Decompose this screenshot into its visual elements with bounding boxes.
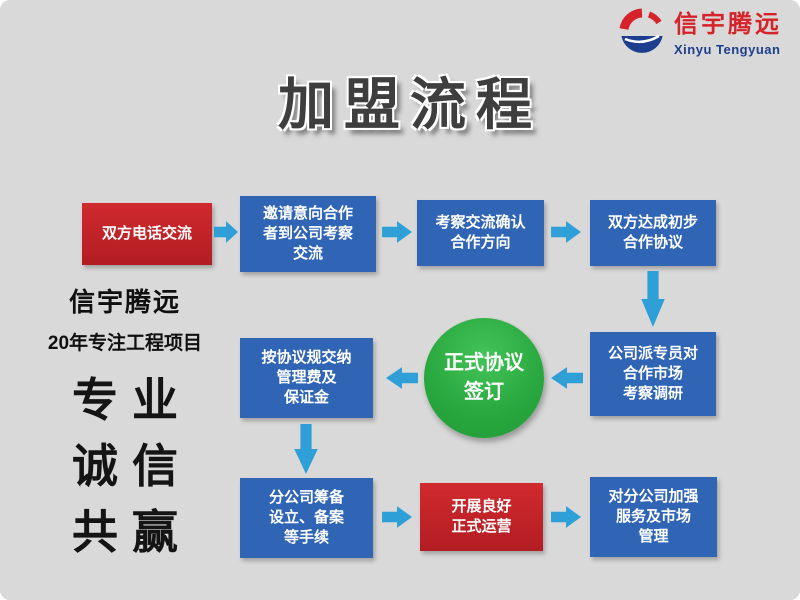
value-word-1: 专业 (72, 374, 192, 426)
flow-step-pay-fees: 按协议规交纳 管理费及 保证金 (240, 338, 373, 418)
arrow-right-icon (551, 221, 581, 243)
logo-globe-icon (618, 8, 666, 56)
logo-name-cn: 信宇腾远 (674, 11, 782, 38)
company-tagline: 20年专注工程项目 (47, 333, 203, 354)
logo-text: 信宇腾远 Xinyu Tengyuan (674, 8, 782, 57)
flow-step-branch-setup: 分公司筹备 设立、备案 等手续 (240, 478, 373, 558)
flow-step-invite-visit: 邀请意向合作 者到公司考察 交流 (240, 196, 376, 272)
arrow-down-icon (641, 271, 665, 327)
flow-step-label: 邀请意向合作 者到公司考察 交流 (262, 204, 353, 263)
arrow-left-icon (386, 367, 418, 389)
flow-step-phone-call: 双方电话交流 (82, 203, 212, 265)
arrow-left-icon (551, 367, 583, 389)
flow-step-label: 双方达成初步 合作协议 (607, 213, 698, 251)
arrow-down-icon (294, 424, 318, 474)
value-word-2: 诚信 (72, 440, 192, 492)
flow-step-label: 正式协议 签订 (444, 352, 524, 403)
flow-step-label: 分公司筹备 设立、备案 等手续 (268, 488, 344, 547)
logo: 信宇腾远 Xinyu Tengyuan (618, 8, 782, 57)
flow-step-label: 公司派专员对 合作市场 考察调研 (607, 344, 698, 403)
flow-step-label: 对分公司加强 服务及市场 管理 (608, 487, 699, 546)
flow-step-sign-agreement: 正式协议 签订 (424, 318, 544, 438)
flow-step-label: 双方电话交流 (101, 224, 192, 242)
flow-step-label: 开展良好 正式运营 (451, 497, 512, 535)
value-word-3: 共赢 (72, 506, 192, 558)
arrow-right-icon (382, 506, 412, 528)
flow-step-initial-agreement: 双方达成初步 合作协议 (590, 200, 716, 266)
flow-step-branch-management: 对分公司加强 服务及市场 管理 (590, 477, 717, 557)
page-title: 加盟流程 (278, 73, 542, 136)
flow-step-market-survey: 公司派专员对 合作市场 考察调研 (590, 332, 716, 416)
flow-step-confirm-direction: 考察交流确认 合作方向 (417, 200, 544, 266)
company-name: 信宇腾远 (68, 287, 181, 317)
arrow-right-icon (214, 221, 238, 243)
flow-step-label: 按协议规交纳 管理费及 保证金 (261, 348, 352, 407)
flow-step-formal-operation: 开展良好 正式运营 (420, 483, 543, 551)
logo-name-en: Xinyu Tengyuan (674, 42, 781, 58)
flow-step-label: 考察交流确认 合作方向 (435, 213, 526, 251)
arrow-right-icon (551, 506, 581, 528)
arrow-right-icon (382, 221, 412, 243)
